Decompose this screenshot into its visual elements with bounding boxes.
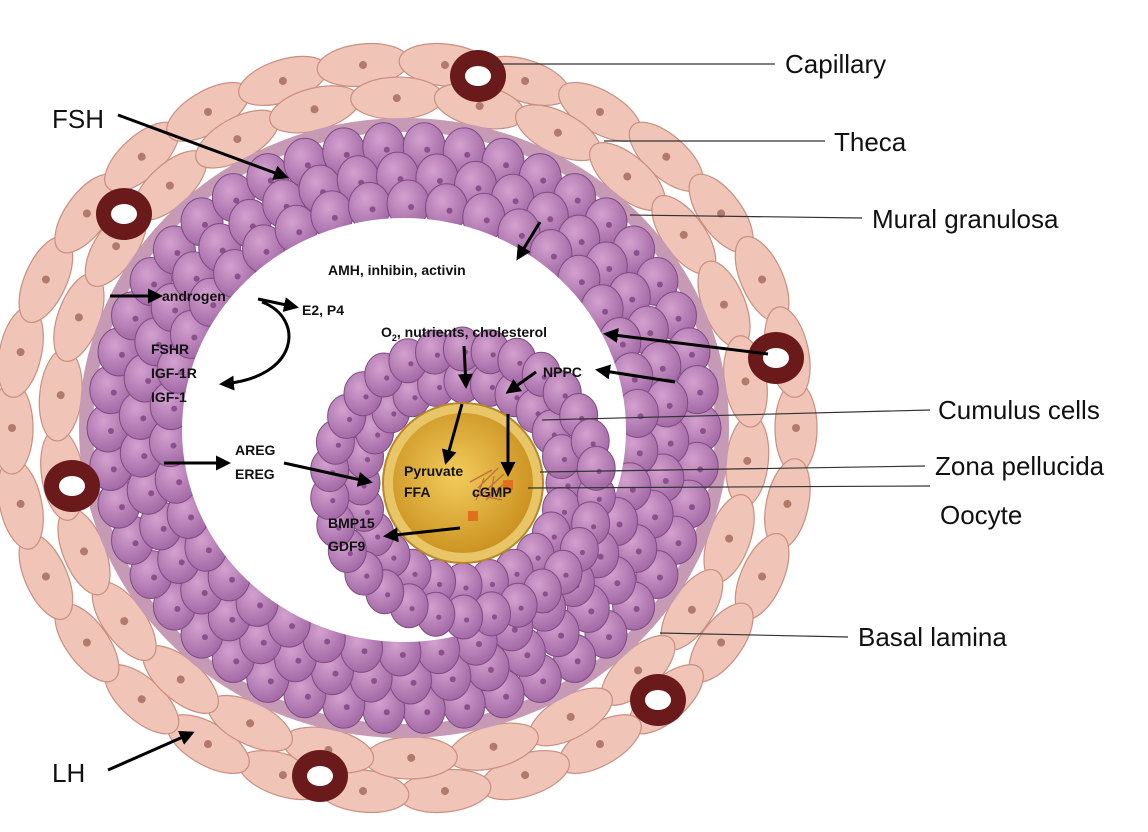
capillary-label: Capillary <box>785 49 886 79</box>
capillary <box>450 50 506 102</box>
o2-prefix: O <box>381 324 392 340</box>
capillary <box>748 332 804 384</box>
gdf9-label: GDF9 <box>328 538 366 554</box>
zona-pellucida-label: Zona pellucida <box>935 451 1105 481</box>
cgmp-label: cGMP <box>472 484 512 500</box>
fshr-label: FSHR <box>151 341 189 357</box>
theca-cell <box>722 413 773 509</box>
capillary <box>44 460 100 512</box>
ffa-label: FFA <box>404 484 430 500</box>
igf1-label: IGF-1 <box>151 389 187 405</box>
areg-label: AREG <box>235 442 276 458</box>
fsh-label: FSH <box>52 104 104 134</box>
oocyte <box>383 403 543 563</box>
androgen-label: androgen <box>162 288 226 304</box>
amh-label: AMH, inhibin, activin <box>328 262 466 278</box>
theca-label: Theca <box>834 127 907 157</box>
oocyte-label: Oocyte <box>940 500 1022 530</box>
capillary <box>630 674 686 726</box>
nppc-label: NPPC <box>543 364 582 380</box>
theca-cell <box>35 347 86 443</box>
basal-lamina-label: Basal lamina <box>858 622 1007 652</box>
lh-arrow <box>108 733 192 770</box>
mural-granulosa-label: Mural granulosa <box>872 204 1059 234</box>
nutrients-down-arrow <box>464 346 466 386</box>
pyruvate-label: Pyruvate <box>404 463 463 479</box>
igf1r-label: IGF-1R <box>151 365 197 381</box>
capillary <box>292 750 348 802</box>
cumulus-cells-label: Cumulus cells <box>938 395 1100 425</box>
ereg-label: EREG <box>235 466 275 482</box>
lh-label: LH <box>52 758 85 788</box>
o2-rest: , nutrients, cholesterol <box>397 324 547 340</box>
e2-p4-label: E2, P4 <box>302 302 344 318</box>
capillary <box>96 188 152 240</box>
bmp15-label: BMP15 <box>328 515 375 531</box>
cumulus-cell <box>577 446 615 490</box>
chromosome-mark <box>468 511 478 521</box>
